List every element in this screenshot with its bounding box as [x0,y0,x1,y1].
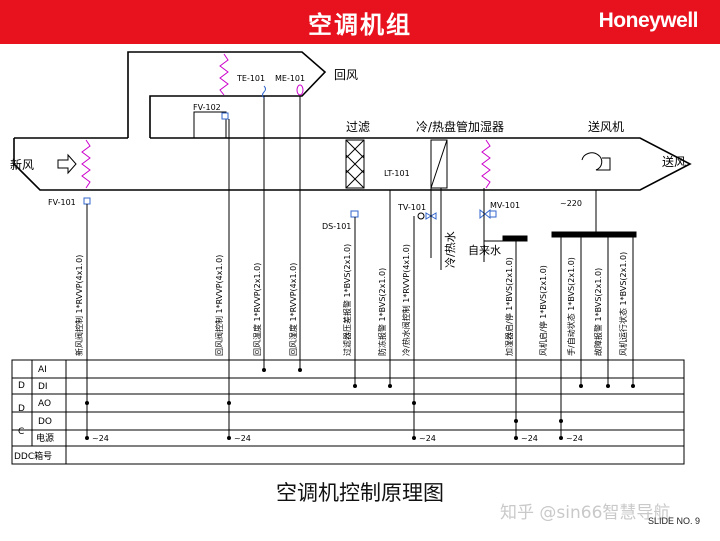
actuator-boxes [83,111,637,242]
tag-tv101: TV-101 [397,203,426,212]
signal-label: 过滤器压差报警 1*BVS(2x1.0) [342,244,352,356]
fan-icon [581,152,611,232]
row-label-di: DI [38,382,48,392]
supply-air-label: 送风 [662,154,686,169]
power-label: ~24 [419,434,436,443]
tag-lt101: LT-101 [384,169,410,178]
signal-label: 冷/热水阀控制 1*RVVP(4x1.0) [401,244,411,356]
tag-te101: TE-101 [236,74,265,83]
row-label-ddc-box: DDC箱号 [14,450,52,462]
sensor-icons [262,84,304,372]
row-label-do: DO [38,417,52,427]
power-label: ~24 [234,434,251,443]
power-label: ~24 [521,434,538,443]
signal-label: 手/自动状态 1*BVS(2x1.0) [566,257,576,356]
tag-mv101: MV-101 [490,201,520,210]
signal-label: 回风温度 1*RVVP(2x1.0) [252,263,262,356]
signal-label: 防冻报警 1*BVS(2x1.0) [377,268,387,356]
title-banner: 空调机组 Honeywell [0,0,720,44]
watermark: 知乎 @sin66智慧导航 [500,503,671,523]
honeywell-logo: Honeywell [598,9,699,32]
power-label: ~24 [92,434,109,443]
coil-icon [430,139,448,189]
tap-water-label: 自来水 [468,244,501,257]
row-label-power: 电源 [36,432,54,444]
signal-label: 故障报警 1*BVS(2x1.0) [593,268,603,356]
signal-label: 回风阀控制 1*RVVP(4x1.0) [214,255,224,356]
slide-number: SLIDE NO. 9 [648,516,701,526]
side-label-d2: D [18,404,25,414]
signal-label: 风机启/停 1*BVS(2x1.0) [538,265,548,356]
page-title: 空调机组 [308,10,412,39]
filter-icon [345,139,365,189]
signal-wires [86,119,634,440]
coil-label: 冷/热盘管加湿器 [416,119,504,134]
side-label-c: C [18,427,24,437]
ddc-row-labels: AI DI AO DO 电源 DDC箱号 D D C [14,365,54,462]
fan-label: 送风机 [588,119,624,134]
row-label-ao: AO [38,399,51,409]
signal-labels: 新风阀控制 1*RVVP(4x1.0) 回风阀控制 1*RVVP(4x1.0) … [74,244,628,356]
tag-220: ~220 [560,199,582,208]
return-air-label: 回风 [334,68,358,82]
tag-me101: ME-101 [275,74,305,83]
tag-fv101: FV-101 [48,198,76,207]
diagram-caption: 空调机控制原理图 [276,481,444,505]
signal-label: 回风湿度 1*RVVP(4x1.0) [288,263,298,356]
io-point-dots [85,368,635,440]
tag-ds101: DS-101 [322,222,351,231]
air-duct [13,51,692,191]
tag-fv102: FV-102 [193,103,221,112]
row-label-ai: AI [38,365,47,375]
signal-label: 加湿器启/停 1*BVS(2x1.0) [504,257,514,356]
fresh-air-arrow-icon [57,153,77,175]
valve-icons [417,188,506,270]
ahu-schematic: 新风 回风 送风 过滤 冷/热盘管加湿器 送风机 TE-101 ME-101 F… [10,51,692,465]
filter-label: 过滤 [346,120,370,134]
cold-hot-water-label: 冷/热水 [444,231,457,268]
fresh-air-label: 新风 [10,157,34,172]
power-labels: ~24 ~24 ~24 ~24 ~24 [92,434,583,443]
side-label-d1: D [18,381,25,391]
signal-label: 新风阀控制 1*RVVP(4x1.0) [74,255,84,356]
ddc-point-table [11,359,685,465]
signal-label: 风机运行状态 1*BVS(2x1.0) [618,252,628,356]
power-label: ~24 [566,434,583,443]
damper-zigzag [81,53,491,189]
